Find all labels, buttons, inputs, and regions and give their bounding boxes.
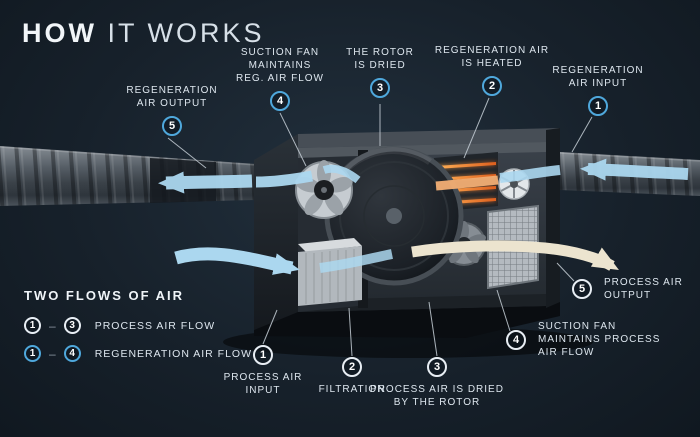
callout-label: REGENERATION AIR INPUT (552, 65, 644, 89)
callout-label: SUCTION FAN MAINTAINS REG. AIR FLOW (235, 47, 324, 84)
legend-label: PROCESS AIR FLOW (94, 319, 216, 332)
legend-number-badge: 3 (63, 317, 81, 334)
callout-process-air-dried: 3 PROCESS AIR IS DRIED BY THE ROTOR (360, 357, 514, 409)
callout-label: SUCTION FAN MAINTAINS PROCESS AIR FLOW (538, 321, 661, 358)
legend-number-badge: 4 (63, 345, 81, 362)
regeneration-input-flow-arrow (580, 158, 689, 181)
legend-number-badge: 1 (24, 317, 41, 334)
legend-row-process: 1 – 3 PROCESS AIR FLOW (24, 317, 252, 334)
legend-title: TWO FLOWS OF AIR (24, 288, 185, 303)
legend-number-badge: 1 (24, 345, 41, 362)
process-output-flow-arrow (411, 240, 619, 271)
callout-number-badge: 3 (427, 357, 447, 377)
callout-label: PROCESS AIR OUTPUT (604, 277, 683, 301)
callout-label: REGENERATION AIR IS HEATED (434, 45, 550, 69)
legend-label: REGENERATION AIR FLOW (94, 347, 253, 360)
title-strong: HOW (22, 18, 97, 48)
callout-suction-fan-process: 4 SUCTION FAN MAINTAINS PROCESS AIR FLOW (506, 320, 660, 359)
legend: TWO FLOWS OF AIR 1 – 3 PROCESS AIR FLOW … (24, 288, 252, 373)
callout-number-badge: 2 (342, 357, 362, 377)
filter (298, 238, 362, 306)
callout-filtration: 2 FILTRATION (300, 357, 404, 396)
callout-number-badge: 2 (482, 76, 502, 96)
callout-number-badge: 5 (162, 116, 182, 136)
callout-number-badge: 1 (588, 96, 608, 116)
callout-label: REGENERATION AIR OUTPUT (126, 85, 218, 109)
callout-label: FILTRATION (318, 384, 386, 395)
callout-regeneration-air-heated: REGENERATION AIR IS HEATED 2 (432, 44, 552, 96)
callout-number-badge: 3 (370, 78, 390, 98)
process-flow (174, 240, 619, 275)
callout-process-air-input: 1 PROCESS AIR INPUT (210, 345, 316, 397)
callout-number-badge: 1 (253, 345, 273, 365)
range-dash: – (49, 318, 56, 333)
regeneration-flow (158, 164, 561, 194)
callout-label: THE ROTOR IS DRIED (346, 47, 414, 71)
range-dash: – (49, 346, 56, 361)
callout-number-badge: 4 (506, 329, 526, 350)
callout-number-badge: 5 (572, 279, 592, 299)
process-input-flow-arrow (174, 247, 300, 275)
leader-lines (167, 97, 593, 357)
callout-regeneration-air-input: REGENERATION AIR INPUT 1 (540, 64, 656, 116)
page-title: HOW IT WORKS (22, 18, 265, 49)
machine-base (254, 300, 560, 338)
callout-rotor-dried: THE ROTOR IS DRIED 3 (330, 46, 430, 98)
callout-process-air-output: 5 PROCESS AIR OUTPUT (572, 276, 683, 302)
callout-regeneration-air-output: REGENERATION AIR OUTPUT 5 (112, 84, 232, 136)
callout-label: PROCESS AIR IS DRIED BY THE ROTOR (370, 384, 504, 408)
callout-suction-fan-reg: SUCTION FAN MAINTAINS REG. AIR FLOW 4 (225, 46, 335, 111)
legend-row-regeneration: 1 – 4 REGENERATION AIR FLOW (24, 345, 252, 362)
callout-label: PROCESS AIR INPUT (223, 372, 303, 396)
callout-number-badge: 4 (270, 91, 290, 111)
title-light: IT WORKS (96, 18, 265, 48)
